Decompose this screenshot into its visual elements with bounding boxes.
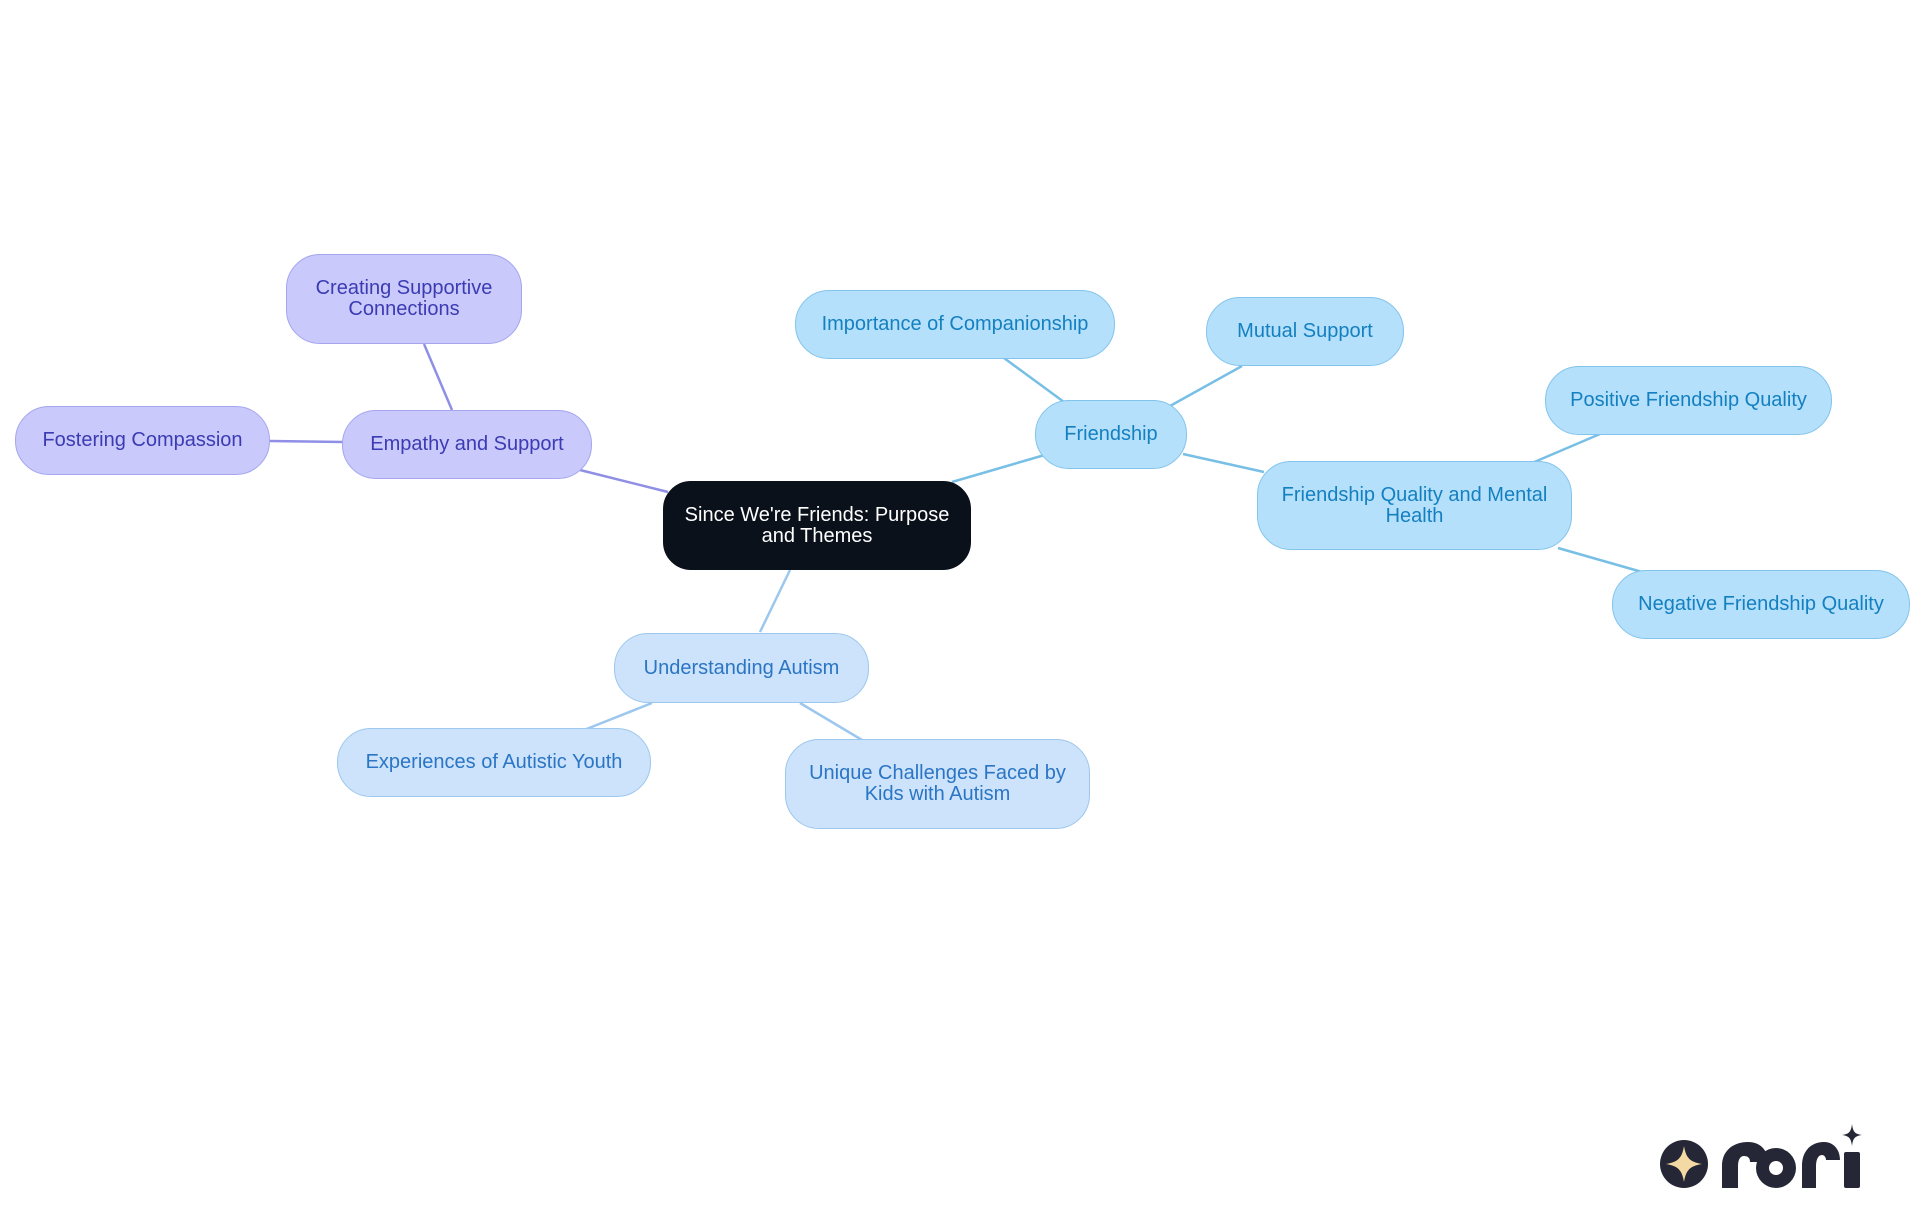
leaf-node-fostering-compassion[interactable]: Fostering Compassion [15,406,270,475]
connector-friendship-importance [1003,356,1065,404]
connector-empathy-fostering [269,439,345,444]
branch-node-empathy[interactable]: Empathy and Support [342,410,592,479]
sub-branch-node-label: Friendship Quality and Mental Health [1281,483,1548,527]
leaf-node-creating-connections[interactable]: Creating Supportive Connections [286,254,522,344]
leaf-node-label: Positive Friendship Quality [1570,389,1807,411]
leaf-node-label: Negative Friendship Quality [1638,593,1884,615]
leaf-node-positive-quality[interactable]: Positive Friendship Quality [1545,366,1832,435]
connector-root-empathy [579,468,669,494]
leaf-node-importance-companionship[interactable]: Importance of Companionship [795,290,1115,359]
leaf-node-mutual-support[interactable]: Mutual Support [1206,297,1404,366]
connector-friendship-quality [1182,452,1265,474]
connector-quality-positive [1531,432,1601,465]
connector-autism-experiences [583,701,653,732]
leaf-node-label: Mutual Support [1237,320,1373,342]
root-node-label: Since We're Friends: Purpose and Themes [684,503,950,547]
branch-node-friendship[interactable]: Friendship [1035,400,1187,469]
branch-node-label: Understanding Autism [643,656,840,679]
connector-quality-negative [1557,546,1643,574]
leaf-node-label: Creating Supportive Connections [315,277,493,320]
leaf-node-label: Unique Challenges Faced by Kids with Aut… [809,762,1066,805]
connector-empathy-creating [422,343,454,411]
leaf-node-label: Experiences of Autistic Youth [365,751,623,773]
leaf-node-unique-challenges[interactable]: Unique Challenges Faced by Kids with Aut… [785,739,1090,829]
leaf-node-label: Fostering Compassion [42,429,243,451]
root-node[interactable]: Since We're Friends: Purpose and Themes [663,481,971,570]
brand-logo [1660,1124,1862,1188]
branch-node-label: Friendship [1064,423,1158,445]
leaf-node-experiences-autistic-youth[interactable]: Experiences of Autistic Youth [337,728,651,797]
sub-branch-node-quality-mental-health[interactable]: Friendship Quality and Mental Health [1257,461,1572,550]
leaf-node-label: Importance of Companionship [821,313,1089,335]
connector-root-autism [758,569,792,633]
sparkle-icon [1660,1140,1708,1188]
logo-wordmark-rori [1722,1124,1862,1188]
branch-node-label: Empathy and Support [370,433,564,455]
leaf-node-negative-quality[interactable]: Negative Friendship Quality [1612,570,1910,639]
connector-root-friendship [951,452,1049,484]
connector-autism-challenges [799,701,863,742]
branch-node-understanding-autism[interactable]: Understanding Autism [614,633,869,703]
connector-friendship-mutual [1169,364,1243,408]
